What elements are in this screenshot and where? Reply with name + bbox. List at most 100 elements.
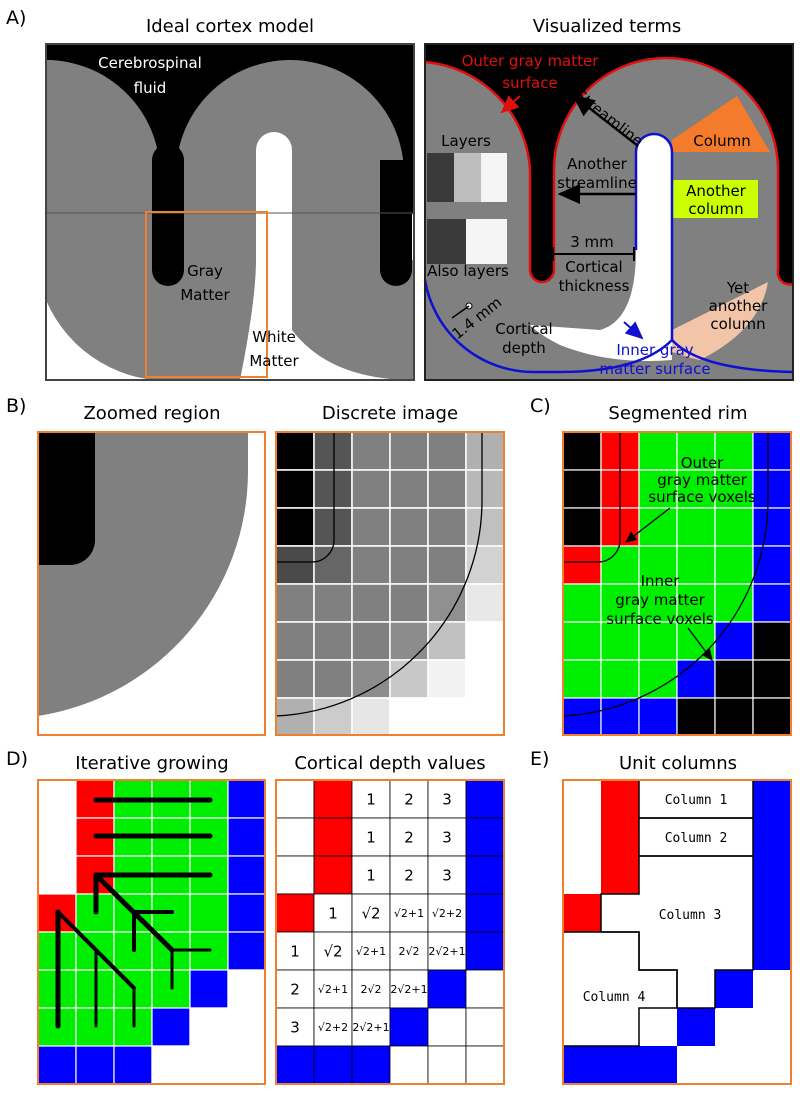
grid-cell [427,545,467,585]
grid-cell [753,894,791,932]
grid-cell [389,1045,429,1085]
panel-b-right-title: Discrete image [322,403,458,424]
grid-cell [275,893,315,933]
depth-label-1: Cortical [495,320,552,338]
another-column-label-2: column [688,200,743,218]
grid-cell [601,856,639,894]
depth-value: 2 [404,867,414,885]
grid-cell [715,970,753,1008]
depth-value: 1 [290,943,300,961]
thickness-value: 3 mm [570,233,614,251]
grid-cell [752,697,792,737]
grid-cell [715,780,753,818]
grid-cell [601,970,639,1008]
gray-matter-label-2: Matter [180,286,230,304]
depth-value: 3 [290,1019,300,1037]
outer-surface-arrow [500,95,521,114]
grid-cell [714,507,754,547]
grid-cell [753,856,791,894]
discrete-image-frame [275,431,505,736]
grid-cell [563,932,601,970]
grid-cell [275,621,315,661]
grid-cell [465,931,505,971]
grid-cell [151,1045,191,1085]
grid-cell [427,893,467,933]
segmented-rim-frame [562,431,792,736]
grid-cell [275,779,315,819]
inner-surface-arrow [623,321,644,340]
yet-another-column-label-2: another [709,297,768,315]
grid-cell [275,469,315,509]
grid-cell [313,697,353,737]
grid-cell [313,507,353,547]
grid-cell [275,697,315,737]
grid-cell [151,1007,191,1047]
grid-cell [227,931,267,971]
grid-cell [677,1008,715,1046]
grid-cell [227,969,267,1009]
grid-cell [427,1007,467,1047]
grid-cell [563,856,601,894]
grid-cell [427,469,467,509]
yet-another-column-label-1: Yet [726,279,749,297]
panel-a-left-frame [45,43,415,381]
grid-cell [638,697,678,737]
grid-cell [677,780,715,818]
grid-cell [189,1007,229,1047]
panel-a-letter: A) [6,7,26,29]
grid-cell [465,697,505,737]
grid-cell [465,1045,505,1085]
grid-cell [313,931,353,971]
grid-cell [465,507,505,547]
grid-cell [389,893,429,933]
outer-voxels-label-1: Outer [681,454,724,472]
grid-cell [313,431,353,471]
depth-label-2: depth [502,339,546,357]
grid-cell [227,779,267,819]
depth-value: 2√2+1 [428,945,465,958]
inner-surface-line-right [671,339,794,374]
grid-cell [676,583,716,623]
grid-cell [313,817,353,857]
grid-cell [638,659,678,699]
grid-cell [389,545,429,585]
grid-cell [351,469,391,509]
grid-cell [189,1045,229,1085]
grid-cell [275,545,315,585]
grid-cell [427,583,467,623]
grid-cell [753,932,791,970]
grid-cell [601,932,639,970]
grid-cell [465,431,505,471]
depth-value: 2√2 [360,983,381,996]
depth-value: 2√2+1 [352,1021,389,1034]
inner-voxels-label-3: surface voxels [606,610,714,628]
grid-cell [752,659,792,699]
grid-cell [600,659,640,699]
grid-cell [714,621,754,661]
grid-cell [677,932,715,970]
grid-cell [389,431,429,471]
grid-cell [313,855,353,895]
depth-value: √2 [323,943,342,961]
grid-cell [715,856,753,894]
grid-cell [389,817,429,857]
grid-cell [638,431,678,471]
grid-cell [275,1045,315,1085]
column-2-label: Column 2 [665,831,728,846]
depth-value: 1 [366,829,376,847]
another-column-label-1: Another [686,182,747,200]
grid-cell [676,697,716,737]
grid-cell [389,1007,429,1047]
inner-voxels-arrow [687,627,713,662]
grid-cell [427,507,467,547]
grid-cell [677,894,715,932]
grid-cell [313,659,353,699]
grid-cell [37,779,77,819]
depth-value: √2 [361,905,380,923]
grid-cell [351,583,391,623]
grid-cell [313,1007,353,1047]
grid-cell [562,583,602,623]
grid-cell [676,507,716,547]
